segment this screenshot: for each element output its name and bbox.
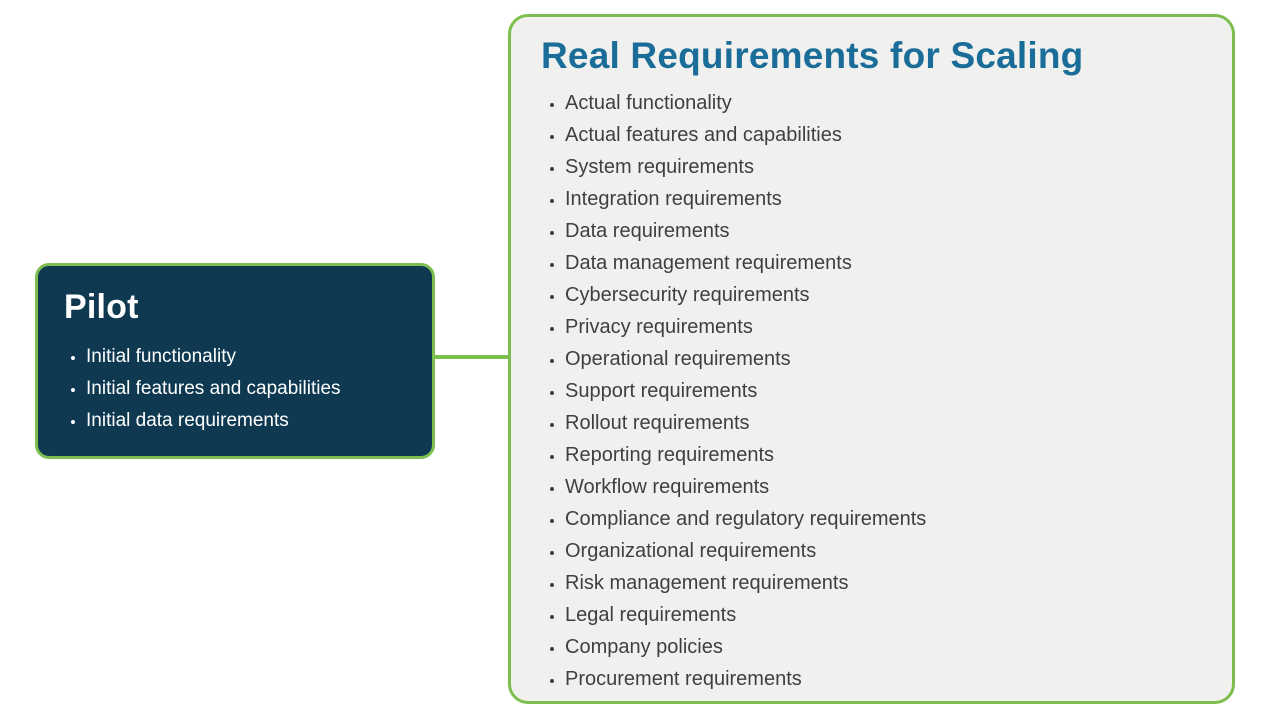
list-item: Initial features and capabilities [86, 373, 406, 405]
list-item: Procurement requirements [565, 663, 1202, 695]
list-item: Initial functionality [86, 341, 406, 373]
list-item: Initial data requirements [86, 405, 406, 437]
list-item: Company policies [565, 631, 1202, 663]
list-item: Cybersecurity requirements [565, 279, 1202, 311]
scaling-bullet-list: Actual functionalityActual features and … [541, 87, 1202, 695]
connector-line [433, 355, 511, 359]
pilot-box: Pilot Initial functionalityInitial featu… [35, 263, 435, 459]
list-item: Compliance and regulatory requirements [565, 503, 1202, 535]
pilot-title: Pilot [64, 288, 139, 326]
scaling-requirements-box: Real Requirements for Scaling Actual fun… [508, 14, 1235, 704]
list-item: Workflow requirements [565, 471, 1202, 503]
list-item: Data requirements [565, 215, 1202, 247]
pilot-bullet-list: Initial functionalityInitial features an… [64, 341, 406, 437]
list-item: Organizational requirements [565, 535, 1202, 567]
list-item: Operational requirements [565, 343, 1202, 375]
list-item: Rollout requirements [565, 407, 1202, 439]
list-item: Integration requirements [565, 183, 1202, 215]
list-item: Reporting requirements [565, 439, 1202, 471]
list-item: Support requirements [565, 375, 1202, 407]
list-item: System requirements [565, 151, 1202, 183]
list-item: Actual features and capabilities [565, 119, 1202, 151]
list-item: Risk management requirements [565, 567, 1202, 599]
list-item: Actual functionality [565, 87, 1202, 119]
list-item: Data management requirements [565, 247, 1202, 279]
list-item: Legal requirements [565, 599, 1202, 631]
scaling-title: Real Requirements for Scaling [541, 35, 1084, 76]
list-item: Privacy requirements [565, 311, 1202, 343]
